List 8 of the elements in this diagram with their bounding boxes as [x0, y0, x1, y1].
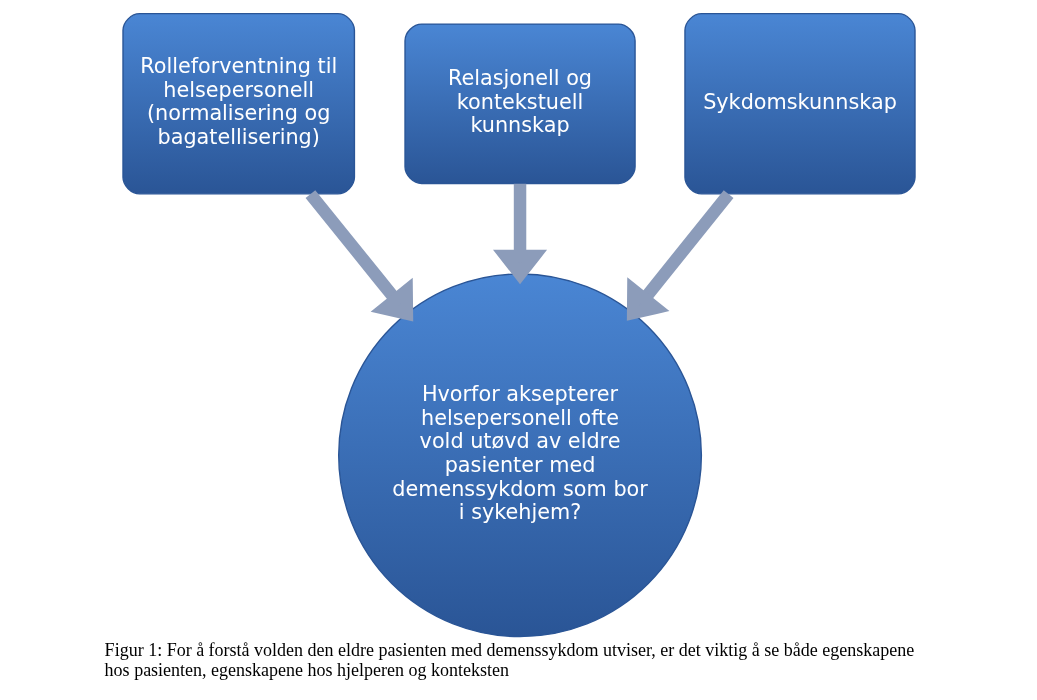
node-box: Rolleforventning til helsepersonell (normalisering og bagatellisering) [121, 13, 355, 195]
arrow [305, 190, 413, 322]
node-circle: Hvorfor aksepterer helsepersonell ofte vold utøvd av eldre pasienter med demenssykdom som bor i sykehjem? [337, 273, 702, 638]
arrow [626, 190, 733, 321]
node-box: Sykdomskunnskap [683, 13, 916, 195]
arrow [492, 183, 547, 285]
caption: Figur 1: For å forstå volden den eldre pasienten med demenssykdom utviser, er det viktig å se både egenskapene hos pasienten, egenskapene hos hjelperen og konteksten [104, 640, 914, 680]
node-box: Relasjonell og kontekstuell kunnskap [403, 23, 636, 185]
